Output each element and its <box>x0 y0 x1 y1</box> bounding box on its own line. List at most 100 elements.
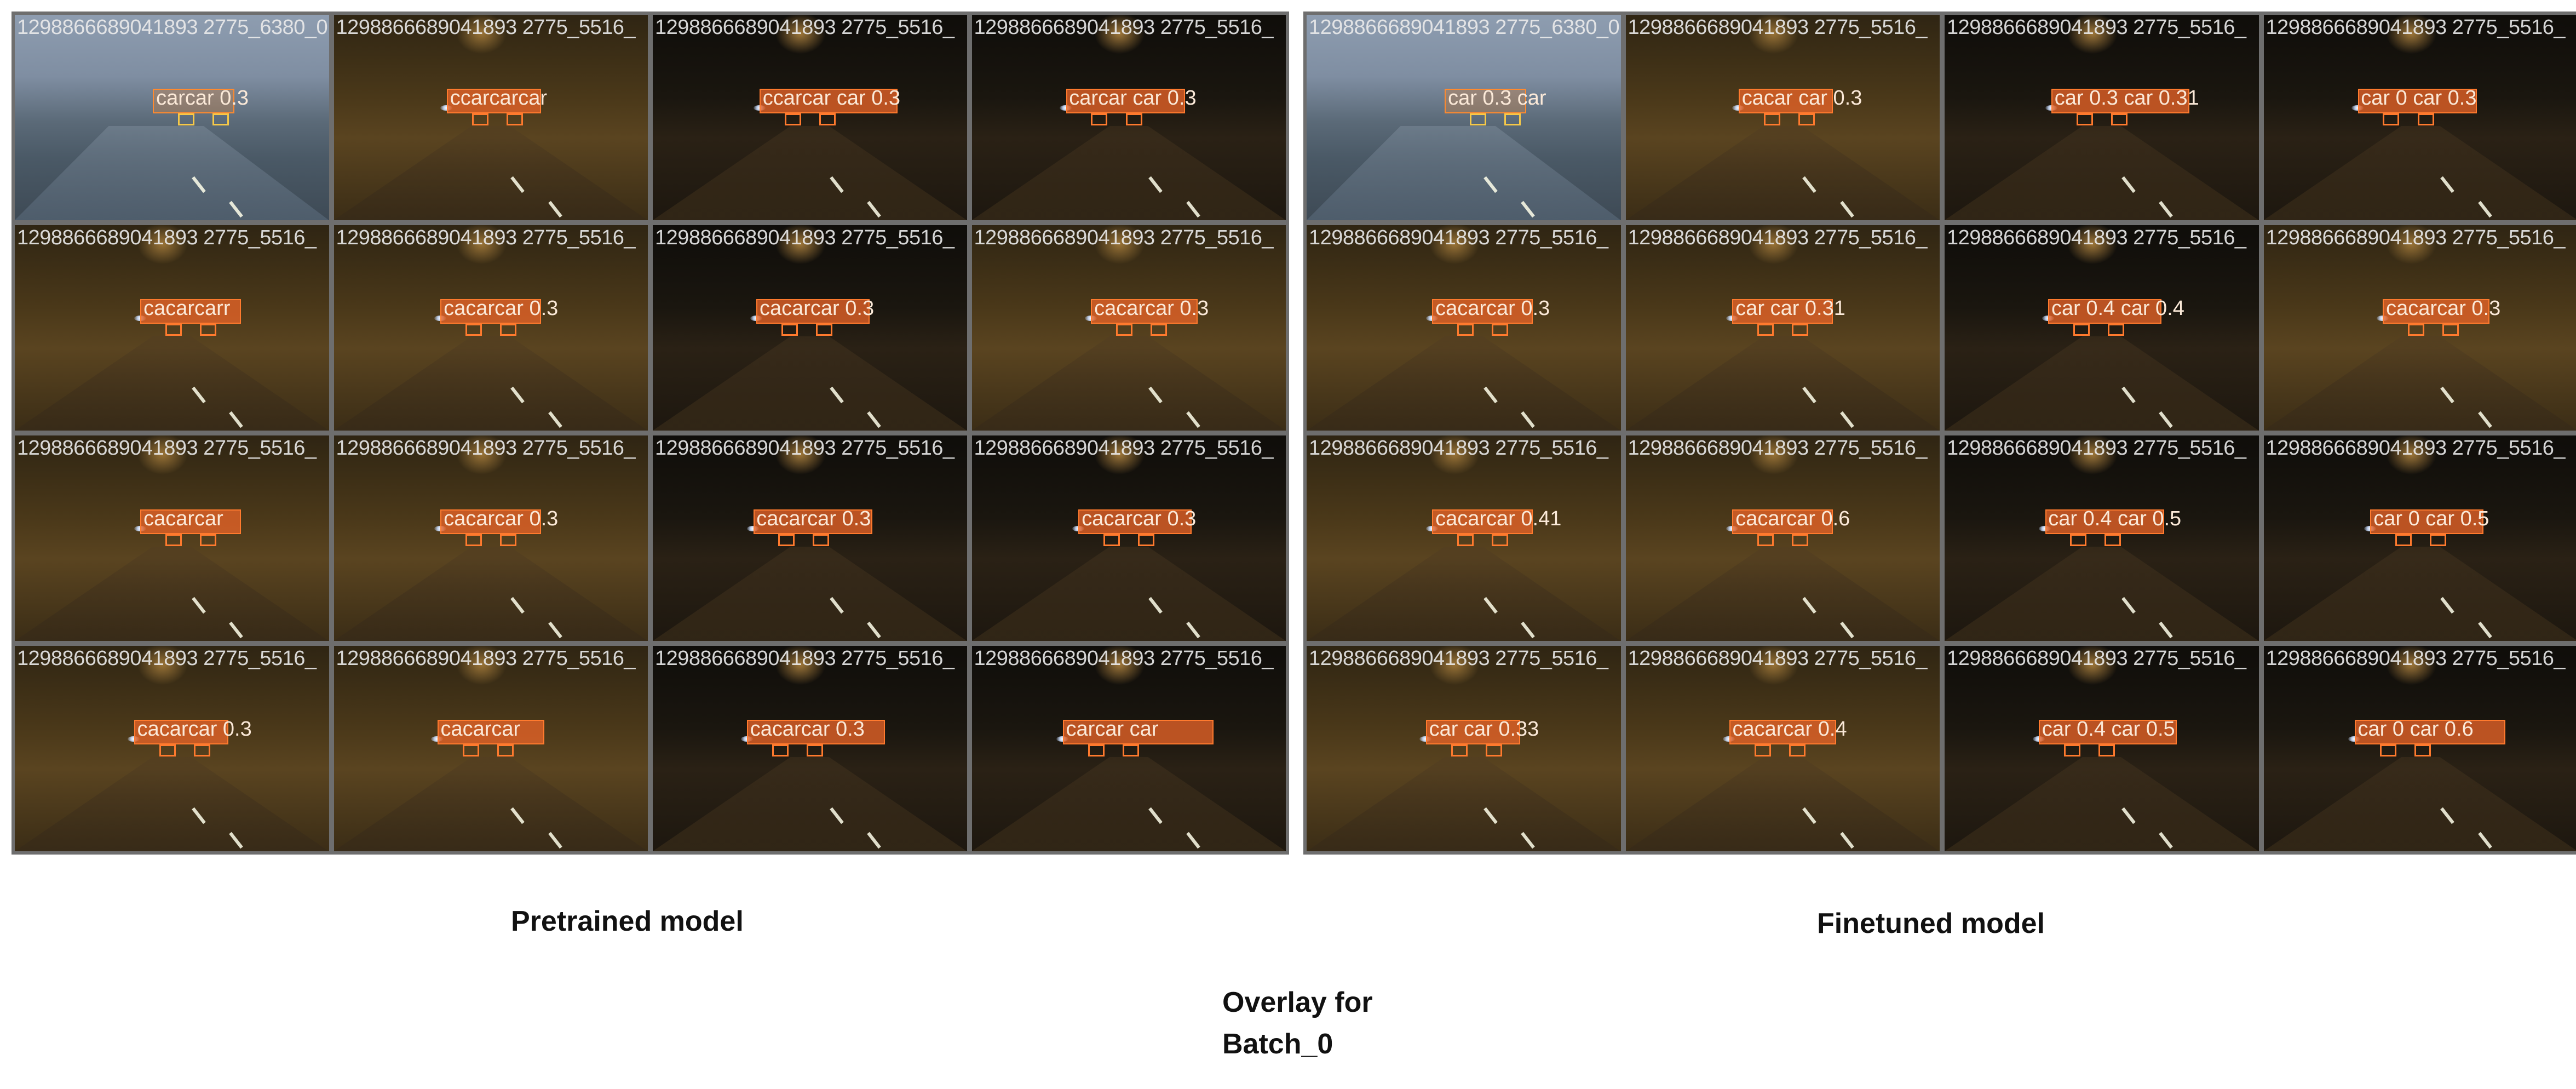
road-shape <box>1307 125 1621 220</box>
headlights-glow <box>134 316 146 321</box>
road-shape <box>334 546 648 641</box>
detection-subbox <box>2108 324 2125 336</box>
detection-subbox <box>1492 324 1509 336</box>
headlights-glow <box>2348 736 2361 742</box>
tile-filename-label: 1298866689041893 2775_5516_ <box>1309 226 1608 249</box>
detection-box <box>1738 89 1833 113</box>
detection-label: car 0.3 car <box>1448 87 1546 110</box>
detection-box <box>440 509 541 534</box>
tile-filename-label: 1298866689041893 2775_5516_ <box>974 226 1274 249</box>
road-shape <box>971 125 1286 220</box>
detection-subbox <box>465 534 482 546</box>
detection-subbox <box>2073 324 2090 336</box>
tile-filename-label: 1298866689041893 2775_5516_ <box>974 16 1274 39</box>
headlights-glow <box>740 736 753 742</box>
headlights-glow <box>1419 736 1432 742</box>
detection-subbox <box>1754 744 1771 756</box>
detection-subbox <box>2379 744 2396 756</box>
detection-box <box>759 89 898 113</box>
detection-label: cacarcar 0.6 <box>1735 507 1850 531</box>
detection-box <box>1732 509 1833 534</box>
detection-subbox <box>1470 113 1487 125</box>
tile-filename-label: 1298866689041893 2775_5516_ <box>17 437 317 460</box>
headlights-glow <box>1726 316 1739 321</box>
detection-box <box>1432 299 1533 324</box>
headlights-glow <box>2032 736 2045 742</box>
tile-filename-label: 1298866689041893 2775_5516_ <box>1628 647 1928 670</box>
detection-subbox <box>1457 534 1474 546</box>
tile-filename-label: 1298866689041893 2775_5516_ <box>1309 437 1608 460</box>
detection-box <box>747 720 886 744</box>
road-shape <box>1945 336 2259 431</box>
headlights-glow <box>1726 526 1739 531</box>
detection-label: cacarcar 0.3 <box>2386 297 2501 320</box>
detection-box <box>756 299 870 324</box>
detection-box <box>2358 89 2477 113</box>
detection-box <box>753 509 873 534</box>
road-shape <box>15 125 329 220</box>
detection-subbox <box>506 113 523 125</box>
detection-subbox <box>497 744 514 756</box>
road-shape <box>1625 125 1940 220</box>
headlights-glow <box>753 105 766 111</box>
tile-filename-label: 1298866689041893 2775_5516_ <box>17 647 317 670</box>
headlights-glow <box>1425 526 1438 531</box>
detection-box <box>1078 509 1192 534</box>
detection-box <box>437 720 544 744</box>
detection-box <box>2039 720 2177 744</box>
detection-subbox <box>2076 113 2093 125</box>
detection-subbox <box>1451 744 1468 756</box>
tile-filename-label: 1298866689041893 2775_6380_0129866689041… <box>17 16 329 39</box>
tile-filename-label: 1298866689041893 2775_5516_ <box>655 437 955 460</box>
detection-label: car car 0.33 <box>1429 718 1539 741</box>
detection-subbox <box>2395 534 2412 546</box>
headlights-glow <box>2376 316 2389 321</box>
detection-box <box>1445 89 1527 113</box>
detection-label: cacarcar 0.3 <box>759 297 875 320</box>
tile-filename-label: 1298866689041893 2775_5516_ <box>655 226 955 249</box>
detection-subbox <box>472 113 488 125</box>
detection-subbox <box>1485 744 1502 756</box>
headlights-glow <box>431 736 444 742</box>
tile-filename-label: 1298866689041893 2775_5516_ <box>1628 226 1928 249</box>
detection-subbox <box>778 534 795 546</box>
road-shape <box>971 336 1286 431</box>
headlights-glow <box>134 526 146 531</box>
detection-subbox <box>816 324 833 336</box>
detection-label: ccarcar car 0.3 <box>762 87 901 110</box>
tile-filename-label: 1298866689041893 2775_5516_ <box>336 16 636 39</box>
tile-filename-label: 1298866689041893 2775_5516_ <box>2266 437 2566 460</box>
detection-label: carcar car 0.3 <box>1069 87 1197 110</box>
detection-subbox <box>1757 324 1774 336</box>
tile-filename-label: 1298866689041893 2775_5516_ <box>1947 226 2246 249</box>
road-shape <box>1625 546 1940 641</box>
detection-box <box>1091 299 1198 324</box>
road-shape <box>334 336 648 431</box>
headlights-glow <box>1084 316 1097 321</box>
detection-subbox <box>2111 113 2128 125</box>
headlights-glow <box>2042 316 2054 321</box>
detection-subbox <box>2442 324 2459 336</box>
road-shape <box>1625 756 1940 851</box>
detection-label: cacar car 0.3 <box>1741 87 1862 110</box>
road-shape <box>1307 756 1621 851</box>
tile-filename-label: 1298866689041893 2775_5516_ <box>1309 647 1608 670</box>
road-shape <box>1307 336 1621 431</box>
headlights-glow <box>1060 105 1072 111</box>
road-shape <box>334 756 648 851</box>
tile-filename-label: 1298866689041893 2775_5516_ <box>336 226 636 249</box>
headlights-glow <box>2364 526 2377 531</box>
road-shape <box>1945 756 2259 851</box>
road-shape <box>1945 125 2259 220</box>
detection-subbox <box>1122 744 1139 756</box>
